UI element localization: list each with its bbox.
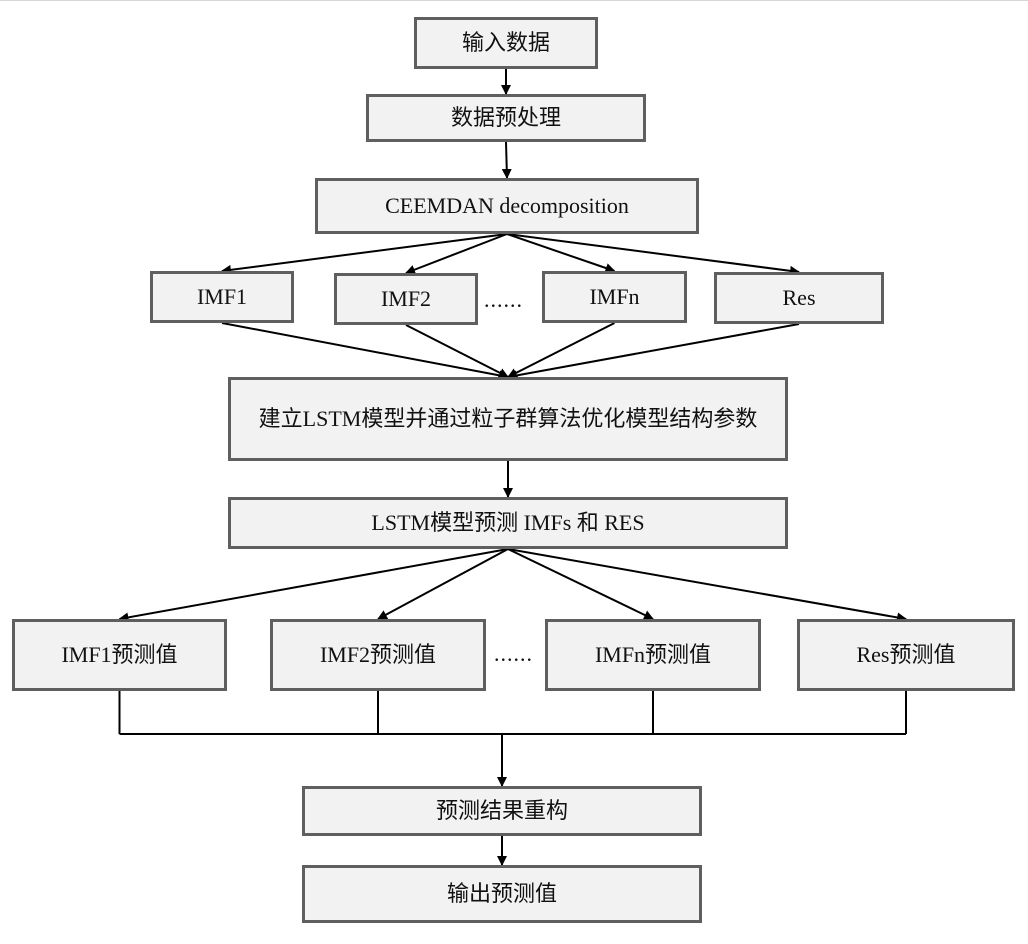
- res-prediction-box: Res预测值: [797, 619, 1015, 691]
- arrow-imf2-to-build: [405, 324, 509, 378]
- data-preprocessing-box: 数据预处理: [366, 94, 646, 142]
- arrow-predict-to-res_pred: [507, 548, 907, 623]
- arrow-predict-to-imfn_pred: [507, 548, 654, 620]
- input-data-box: 输入数据: [414, 17, 598, 69]
- arrow-imf1-to-build: [221, 322, 509, 381]
- arrow-ceemdan-to-imfn: [506, 233, 616, 273]
- imf-ellipsis-row1: ......: [484, 287, 523, 312]
- res-box: Res: [714, 272, 884, 324]
- arrow-predict-to-imf2_pred: [377, 548, 509, 620]
- imf1-prediction-box: IMF1预测值: [12, 619, 227, 691]
- arrow-ceemdan-to-res: [506, 233, 800, 276]
- arrow-ceemdan-to-imf2: [405, 233, 508, 275]
- lstm-predict-box: LSTM模型预测 IMFs 和 RES: [228, 497, 788, 549]
- arrow-res-to-build: [507, 323, 800, 381]
- arrow-imfn-to-build: [507, 322, 615, 378]
- imfn-prediction-box: IMFn预测值: [545, 619, 761, 691]
- imf2-prediction-box: IMF2预测值: [270, 619, 486, 691]
- output-prediction-box: 输出预测值: [302, 865, 702, 923]
- build-lstm-pso-box: 建立LSTM模型并通过粒子群算法优化模型结构参数: [228, 377, 788, 461]
- arrow-preprocess-to-ceemdan: [501, 141, 512, 179]
- prediction-ellipsis-row2: ......: [494, 641, 533, 666]
- result-reconstruction-box: 预测结果重构: [302, 786, 702, 836]
- arrow-ceemdan-to-imf1: [221, 233, 508, 275]
- imf1-box: IMF1: [150, 271, 294, 323]
- ceemdan-decomposition-box: CEEMDAN decomposition: [315, 178, 699, 234]
- imfn-box: IMFn: [542, 271, 687, 323]
- arrow-predict-to-imf1_pred: [118, 548, 509, 623]
- imf2-box: IMF2: [334, 273, 478, 325]
